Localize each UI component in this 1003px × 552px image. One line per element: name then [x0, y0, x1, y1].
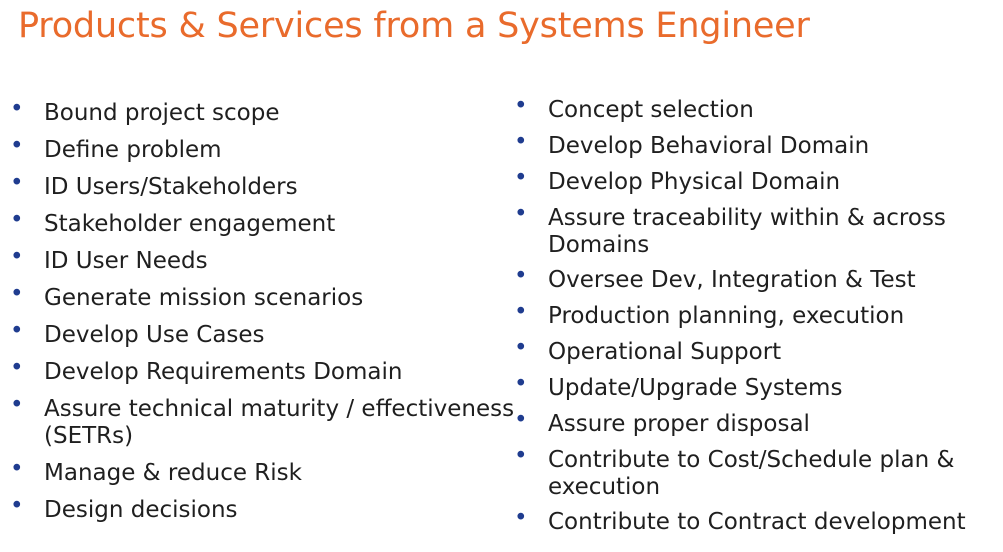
- bullet-icon: •: [514, 335, 528, 361]
- bullet-icon: •: [514, 263, 528, 289]
- left-list-item-text: Design decisions: [44, 497, 238, 523]
- left-list-item-text: Manage & reduce Risk: [44, 460, 302, 486]
- right-list-item-text: Develop Physical Domain: [548, 169, 841, 195]
- left-list-item: • Manage & reduce Risk: [10, 456, 302, 487]
- bullet-icon: •: [514, 299, 528, 325]
- right-list-item-text: Assure traceability within & across: [548, 205, 946, 231]
- right-list-item-text: Assure proper disposal: [548, 411, 810, 437]
- left-list-item-text: Stakeholder engagement: [44, 211, 336, 237]
- right-list-item-text: Contribute to Contract development: [548, 509, 966, 535]
- slide-title: Products & Services from a Systems Engin…: [18, 6, 810, 46]
- bullet-icon: •: [514, 201, 528, 227]
- bullet-icon: •: [514, 407, 528, 433]
- bullet-icon: •: [10, 170, 24, 196]
- right-list-item-text: Operational Support: [548, 339, 782, 365]
- left-list-item: • Define problem: [10, 133, 222, 164]
- bullet-icon: •: [10, 244, 24, 270]
- bullet-icon: •: [10, 456, 24, 482]
- right-list-item: • Contribute to Cost/Schedule plan &execu…: [514, 443, 955, 501]
- bullet-icon: •: [514, 129, 528, 155]
- right-list-item-text: Update/Upgrade Systems: [548, 375, 843, 401]
- right-list-item-text: Develop Behavioral Domain: [548, 133, 870, 159]
- bullet-icon: •: [10, 355, 24, 381]
- right-list-item: • Concept selection: [514, 93, 754, 124]
- left-list-item-text: Develop Requirements Domain: [44, 359, 403, 385]
- left-list-item: • Stakeholder engagement: [10, 207, 336, 238]
- left-list-item-text: Assure technical maturity / effectivenes…: [44, 396, 515, 422]
- bullet-icon: •: [10, 207, 24, 233]
- left-list-item: • Develop Requirements Domain: [10, 355, 403, 386]
- bullet-icon: •: [514, 443, 528, 469]
- right-list-item-text: Oversee Dev, Integration & Test: [548, 267, 916, 293]
- left-list-item: • Design decisions: [10, 493, 238, 524]
- right-list-item: • Update/Upgrade Systems: [514, 371, 843, 402]
- right-list-item-text: Contribute to Cost/Schedule plan &: [548, 447, 955, 473]
- bullet-icon: •: [10, 318, 24, 344]
- bullet-icon: •: [514, 371, 528, 397]
- bullet-icon: •: [514, 505, 528, 531]
- left-list-item: • Bound project scope: [10, 96, 280, 127]
- right-list-item: • Production planning, execution: [514, 299, 905, 330]
- right-list-item: • Contribute to Contract development: [514, 505, 966, 536]
- bullet-icon: •: [514, 165, 528, 191]
- bullet-icon: •: [10, 96, 24, 122]
- bullet-icon: •: [10, 493, 24, 519]
- left-list-item-text: ID User Needs: [44, 248, 208, 274]
- left-list-item: • Develop Use Cases: [10, 318, 265, 349]
- left-list-item-text: ID Users/Stakeholders: [44, 174, 298, 200]
- bullet-icon: •: [10, 281, 24, 307]
- left-list-item: • Generate mission scenarios: [10, 281, 364, 312]
- left-list-item-text: Develop Use Cases: [44, 322, 265, 348]
- right-list-item: • Assure proper disposal: [514, 407, 810, 438]
- right-list-item-text: Concept selection: [548, 97, 754, 123]
- right-list-item-text: Domains: [548, 232, 650, 258]
- right-list-item: • Operational Support: [514, 335, 782, 366]
- left-list-item-text: Bound project scope: [44, 100, 280, 126]
- bullet-icon: •: [10, 392, 24, 418]
- right-list-item: • Develop Behavioral Domain: [514, 129, 870, 160]
- bullet-icon: •: [10, 133, 24, 159]
- bullet-icon: •: [514, 93, 528, 119]
- left-list-item-text: Generate mission scenarios: [44, 285, 364, 311]
- right-list-item-text: Production planning, execution: [548, 303, 905, 329]
- right-list-item-text: execution: [548, 474, 661, 500]
- left-list-item: • ID Users/Stakeholders: [10, 170, 298, 201]
- left-list-item-text: (SETRs): [44, 423, 134, 449]
- right-list-item: • Oversee Dev, Integration & Test: [514, 263, 916, 294]
- right-list-item: • Develop Physical Domain: [514, 165, 841, 196]
- left-list-item: • ID User Needs: [10, 244, 208, 275]
- left-list-item: • Assure technical maturity / effectivene…: [10, 392, 515, 450]
- left-list-item-text: Define problem: [44, 137, 222, 163]
